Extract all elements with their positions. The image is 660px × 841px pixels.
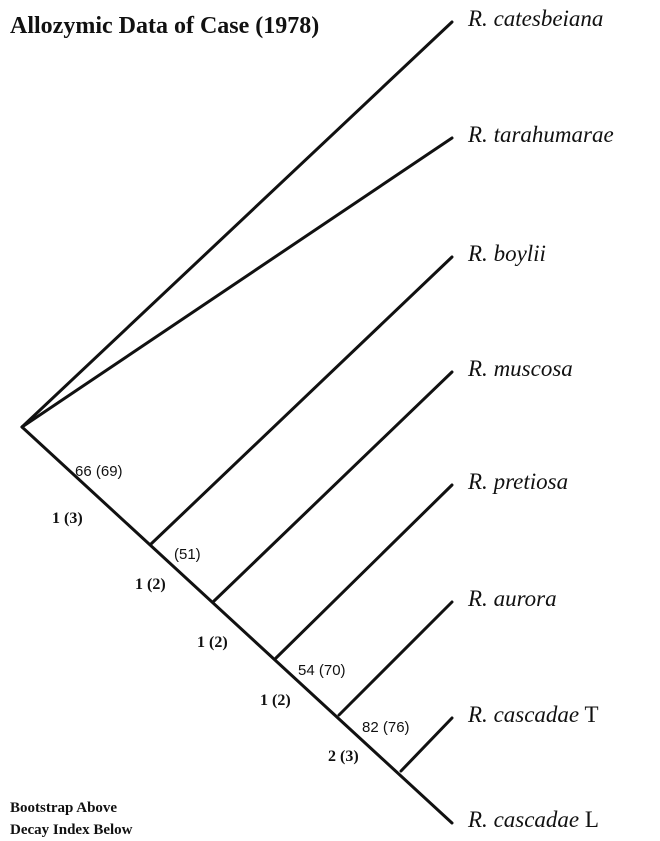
taxon-species: cascadae — [494, 807, 580, 832]
branch-muscosa — [212, 370, 454, 603]
branch-catesbeiana — [20, 20, 454, 429]
taxon-species: catesbeiana — [494, 6, 604, 31]
tree-branches — [20, 20, 454, 825]
node-support-labels: 66 (69) 1 (3) (51) 1 (2) 1 (2) 54 (70) 1… — [52, 463, 410, 765]
bootstrap-label: 54 (70) — [298, 662, 346, 679]
taxon-species: tarahumarae — [494, 122, 614, 147]
legend-decay-index: Decay Index Below — [10, 822, 133, 838]
taxon-label: R. muscosa — [467, 356, 573, 381]
legend: Bootstrap Above Decay Index Below — [10, 800, 133, 838]
decay-index-label: 1 (2) — [135, 576, 166, 593]
diagram-title: Allozymic Data of Case (1978) — [10, 13, 319, 39]
taxon-genus: R. — [467, 586, 488, 611]
taxon-species: pretiosa — [492, 469, 569, 494]
decay-index-label: 1 (2) — [260, 692, 291, 709]
bootstrap-label: 82 (76) — [362, 719, 410, 736]
taxon-genus: R. — [467, 6, 488, 31]
taxon-genus: R. — [467, 807, 488, 832]
branch-pretiosa — [274, 483, 454, 660]
taxon-label: R. tarahumarae — [467, 122, 614, 147]
bootstrap-label: 66 (69) — [75, 463, 123, 480]
taxon-label: R. catesbeiana — [467, 6, 603, 31]
taxon-species: boylii — [494, 241, 546, 266]
branch-tarahumarae — [20, 136, 454, 429]
taxon-species: aurora — [494, 586, 557, 611]
taxon-genus: R. — [467, 241, 488, 266]
decay-index-label: 2 (3) — [328, 748, 359, 765]
decay-index-label: 1 (3) — [52, 510, 83, 527]
taxon-labels: R. catesbeiana R. tarahumarae R. boylii … — [467, 6, 614, 832]
taxon-genus: R. — [467, 702, 488, 727]
taxon-species: cascadae — [494, 702, 580, 727]
taxon-suffix: T — [584, 702, 598, 727]
taxon-label: R. pretiosa — [467, 469, 568, 494]
bootstrap-label: (51) — [174, 546, 201, 563]
taxon-genus: R. — [467, 122, 488, 147]
taxon-label: R. cascadae L — [467, 807, 599, 832]
branch-aurora — [337, 600, 454, 717]
branch-cascadae-t — [399, 716, 454, 773]
taxon-species: muscosa — [494, 356, 573, 381]
decay-index-label: 1 (2) — [197, 634, 228, 651]
taxon-suffix: L — [585, 807, 599, 832]
legend-bootstrap: Bootstrap Above — [10, 800, 117, 816]
taxon-label: R. cascadae T — [467, 702, 599, 727]
taxon-label: R. aurora — [467, 586, 557, 611]
taxon-label: R. boylii — [467, 241, 546, 266]
taxon-genus: R. — [467, 469, 488, 494]
branch-boylii — [149, 255, 454, 546]
taxon-genus: R. — [467, 356, 488, 381]
branch-spine — [20, 425, 454, 825]
